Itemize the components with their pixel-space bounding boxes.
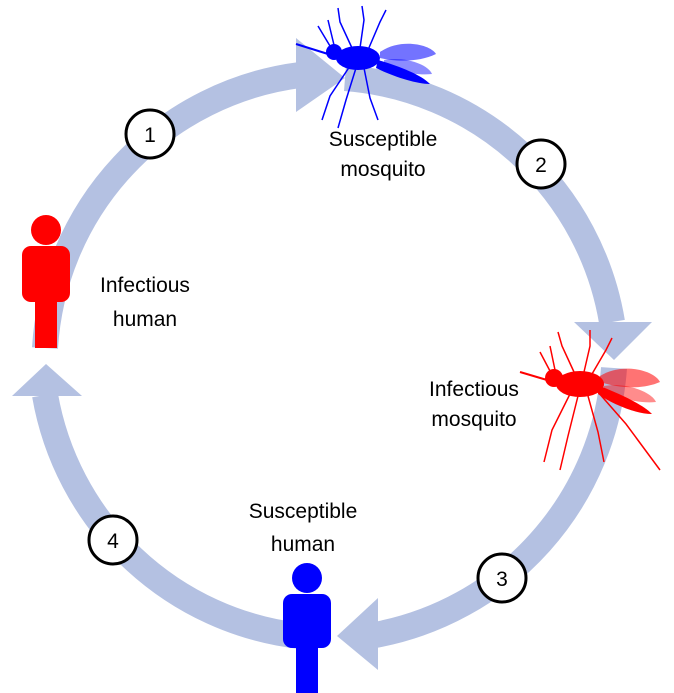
step-number-3: 3	[496, 568, 508, 591]
infectious-human-label-line1: Infectious	[100, 274, 190, 297]
infectious-mosquito-label-line2: mosquito	[431, 408, 516, 431]
step-number-1: 1	[144, 124, 156, 147]
arrow-4-head	[12, 364, 82, 396]
step-number-2: 2	[535, 154, 547, 177]
susceptible-mosquito-label-line1: Susceptible	[329, 128, 438, 151]
infectious-human-label-line2: human	[113, 308, 177, 331]
arrow-3-head	[337, 598, 378, 670]
susceptible-mosquito-label-line2: mosquito	[340, 158, 425, 181]
step-marker-4: 4	[89, 516, 137, 564]
infectious-mosquito-label-line1: Infectious	[429, 378, 519, 401]
arrow-2-band	[345, 78, 612, 322]
step-marker-1: 1	[126, 110, 174, 158]
step-number-4: 4	[107, 530, 119, 553]
arrow-2-head	[574, 322, 652, 360]
susceptible-mosquito-label: Susceptible mosquito	[329, 128, 438, 181]
susceptible-human-icon	[283, 563, 331, 693]
infectious-mosquito-label: Infectious mosquito	[429, 378, 519, 431]
susceptible-human-label: Susceptible human	[249, 500, 358, 556]
susceptible-human-label-line2: human	[271, 533, 335, 556]
susceptible-human-label-line1: Susceptible	[249, 500, 358, 523]
step-marker-2: 2	[517, 140, 565, 188]
infectious-human-label: Infectious human	[100, 274, 190, 331]
step-marker-3: 3	[478, 554, 526, 602]
